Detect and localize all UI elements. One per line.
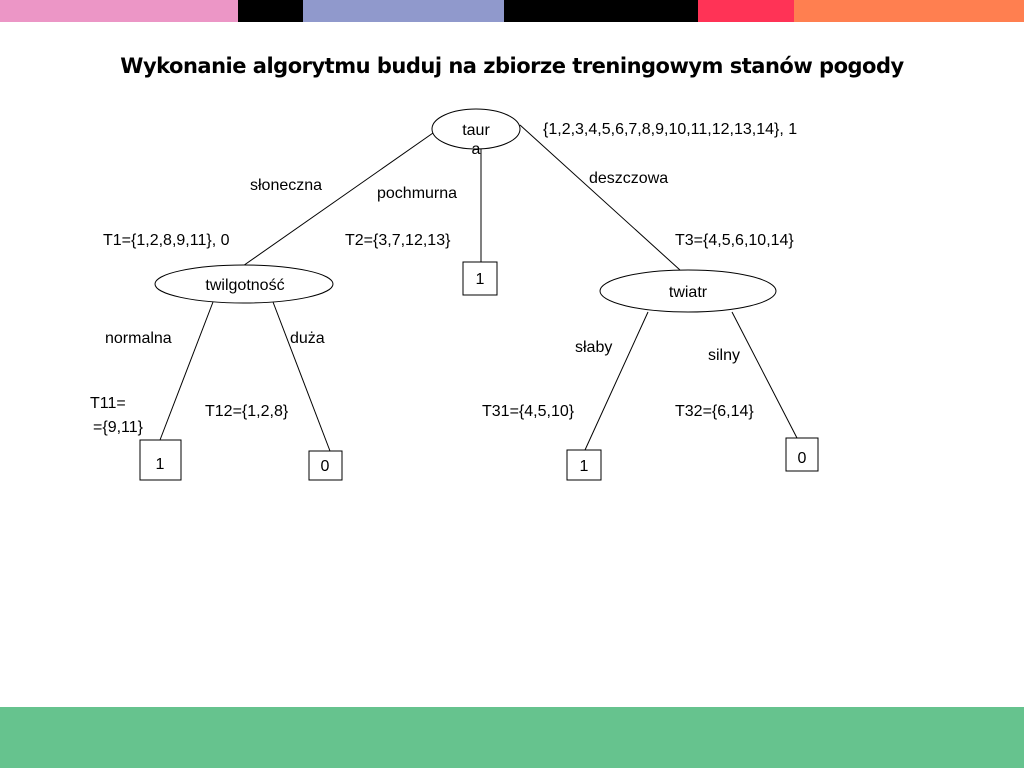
- node-twiatr-label: twiatr: [669, 284, 708, 301]
- slide-title: Wykonanie algorytmu buduj na zbiorze tre…: [120, 54, 904, 78]
- leaf-duza: [308, 450, 343, 481]
- leaf-pochmurna-value: 1: [476, 271, 485, 288]
- set-label-t12: T12={1,2,8}: [205, 403, 289, 420]
- branch-label-silny: silny: [708, 347, 740, 364]
- node-twilgotnosc-label: twilgotność: [205, 277, 284, 294]
- leaf-duza-value: 0: [321, 458, 330, 475]
- edge-twiatr-leaf-slaby: [584, 311, 649, 451]
- top-color-stripe: [0, 0, 1024, 22]
- stripe-red: [698, 0, 794, 22]
- branch-label-duza: duża: [290, 330, 325, 347]
- node-root-label-line2: a: [472, 141, 481, 158]
- set-label-t31: T31={4,5,10}: [482, 403, 575, 420]
- node-twilgotnosc: [154, 264, 334, 304]
- set-label-t11-line2: ={9,11}: [93, 419, 144, 436]
- leaf-silny-value: 0: [798, 450, 807, 467]
- set-label-t32: T32={6,14}: [675, 403, 754, 420]
- edge-twilgotnosc-leaf-normalna: [159, 301, 214, 441]
- branch-label-sloneczna: słoneczna: [250, 177, 322, 194]
- set-label-t3: T3={4,5,6,10,14}: [675, 232, 794, 249]
- leaf-pochmurna: [462, 261, 498, 296]
- stripe-black-1: [238, 0, 303, 22]
- branch-label-pochmurna: pochmurna: [377, 185, 457, 202]
- leaf-silny: [785, 437, 819, 472]
- root-set-label: {1,2,3,4,5,6,7,8,9,10,11,12,13,14}, 1: [543, 121, 797, 138]
- edge-root-twiatr: [519, 124, 681, 271]
- branch-label-normalna: normalna: [105, 330, 172, 347]
- leaf-normalna: [139, 439, 182, 481]
- branch-label-deszczowa: deszczowa: [589, 170, 668, 187]
- stripe-black-2: [504, 0, 698, 22]
- stripe-lavender: [303, 0, 504, 22]
- branch-label-slaby: słaby: [575, 339, 612, 356]
- edge-root-twilgotnosc: [239, 132, 434, 269]
- stripe-pink: [0, 0, 238, 22]
- node-root-taura: [431, 108, 521, 150]
- decision-tree: taur a {1,2,3,4,5,6,7,8,9,10,11,12,13,14…: [90, 108, 819, 481]
- leaf-slaby-value: 1: [580, 458, 589, 475]
- node-twiatr: [599, 269, 777, 313]
- leaf-normalna-value: 1: [156, 456, 165, 473]
- set-label-t1: T1={1,2,8,9,11}, 0: [103, 232, 230, 249]
- set-label-t11-line1: T11=: [90, 395, 126, 412]
- stripe-orange: [794, 0, 1024, 22]
- footer-bar: [0, 707, 1024, 768]
- set-label-t2: T2={3,7,12,13}: [345, 232, 451, 249]
- edge-twilgotnosc-leaf-duza: [272, 301, 331, 452]
- leaf-slaby: [566, 449, 602, 481]
- edge-twiatr-leaf-silny: [731, 311, 798, 439]
- node-root-label-line1: taur: [462, 122, 490, 139]
